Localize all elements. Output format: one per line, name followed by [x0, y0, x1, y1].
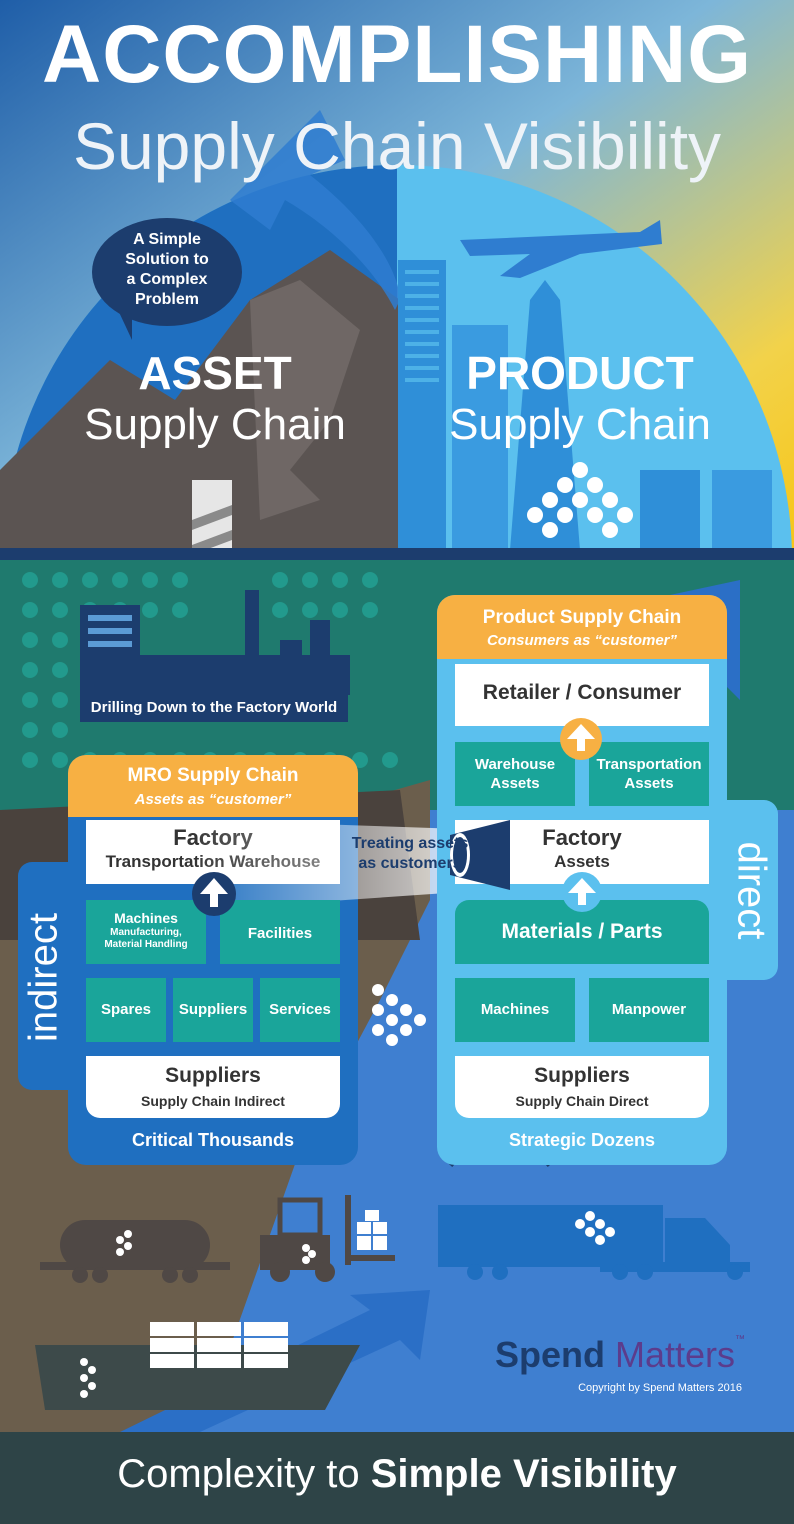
product-subheading: Supply Chain	[449, 400, 711, 449]
brand-name-light: Matters	[615, 1334, 736, 1375]
brand-tm: ™	[735, 1334, 746, 1345]
beam-line-2: as customers	[358, 855, 462, 872]
mro-suppliers: Suppliers	[178, 1001, 248, 1018]
direct-label: direct	[729, 841, 774, 940]
mro-machines-title: Machines	[114, 910, 178, 926]
product-suppliers-sub: Supply Chain Direct	[515, 1093, 649, 1109]
truck-icon	[438, 1205, 663, 1267]
brand-logo: Spend Matters™	[480, 1334, 760, 1376]
mro-services-cell	[260, 978, 340, 1042]
mro-title: MRO Supply Chain	[127, 765, 299, 786]
product-title: Product Supply Chain	[482, 607, 682, 628]
bubble-line-1: A Simple	[133, 231, 201, 248]
mro-suppliers-title: Suppliers	[165, 1064, 261, 1087]
direct-tab	[724, 800, 778, 980]
page-subtitle: Supply Chain Visibility	[72, 109, 722, 183]
up-arrow-head	[200, 878, 228, 894]
product-factory-title: Factory	[542, 825, 622, 850]
projector-icon	[450, 820, 510, 890]
asset-subheading: Supply Chain	[84, 400, 346, 449]
tanker-icon	[60, 1220, 210, 1270]
diamond-dots-icon	[80, 462, 633, 1398]
light-beam	[200, 820, 490, 910]
mro-suppliers-sub: Supply Chain Indirect	[141, 1093, 285, 1109]
tagline-bold: Simple Visibility	[370, 1452, 677, 1496]
product-subtitle: Consumers as “customer”	[486, 632, 678, 649]
forklift-icon	[260, 1235, 330, 1270]
copyright: Copyright by Spend Matters 2016	[578, 1382, 742, 1394]
brand-name-bold: Spend	[494, 1334, 605, 1375]
beam-line-1: Treating assets	[351, 835, 469, 852]
speech-bubble-text: A Simple Solution to a Complex Problem	[92, 230, 242, 310]
building-4	[712, 470, 772, 550]
mro-suppliers-cell	[173, 978, 253, 1042]
retailer-box	[455, 664, 709, 726]
transport-cell	[589, 742, 709, 806]
mro-subtitle: Assets as “customer”	[134, 791, 292, 808]
transport-line1: Transportation	[596, 756, 702, 773]
warehouse-line2: Assets	[490, 775, 540, 792]
asset-heading: ASSET	[138, 347, 292, 399]
mro-facilities-cell	[220, 900, 340, 964]
mro-facilities: Facilities	[247, 925, 313, 942]
up-arrow-head	[567, 724, 595, 739]
up-arrow-stem	[210, 893, 218, 907]
manpower-cell	[589, 978, 709, 1042]
bubble-line-2: Solution to	[125, 251, 209, 268]
mro-machines-sub1: Manufacturing,	[110, 927, 182, 938]
page-title: ACCOMPLISHING	[42, 9, 752, 100]
mro-machines-sub2: Material Handling	[104, 939, 188, 950]
mro-spares-cell	[86, 978, 166, 1042]
bottom-tagline: Complexity to Simple Visibility	[0, 1452, 794, 1497]
retailer-label: Retailer / Consumer	[482, 681, 682, 704]
materials-label: Materials / Parts	[501, 920, 663, 943]
product-factory-sub: Assets	[554, 852, 610, 871]
indirect-label: indirect	[21, 913, 66, 1042]
product-machines: Machines	[480, 1001, 550, 1018]
drilling-caption-bg	[80, 694, 348, 722]
up-arrow-stem	[578, 892, 586, 905]
warehouse-line1: Warehouse	[474, 756, 556, 773]
mountain-ridge	[250, 280, 360, 520]
product-header	[437, 595, 727, 659]
mro-suppliers-box	[86, 1056, 340, 1118]
bubble-line-4: Problem	[134, 291, 199, 308]
transport-line2: Assets	[624, 775, 674, 792]
building-2	[452, 325, 508, 550]
mro-spares: Spares	[100, 1001, 152, 1018]
tagline-normal: Complexity to	[117, 1452, 371, 1496]
mro-header	[68, 755, 358, 817]
airplane-icon	[460, 220, 662, 278]
product-heading: PRODUCT	[466, 347, 694, 399]
mro-services: Services	[269, 1001, 331, 1018]
product-suppliers-title: Suppliers	[534, 1064, 630, 1087]
arrow-shape	[230, 110, 400, 310]
warehouse-cell	[455, 742, 575, 806]
product-machines-cell	[455, 978, 575, 1042]
containers	[150, 1322, 288, 1368]
manpower-label: Manpower	[611, 1001, 687, 1018]
speech-bubble	[92, 218, 242, 326]
drilling-caption: Drilling Down to the Factory World	[90, 699, 338, 716]
product-suppliers-box	[455, 1056, 709, 1118]
bubble-line-3: a Complex	[126, 271, 208, 288]
mro-footer: Critical Thousands	[131, 1130, 295, 1150]
speech-bubble-tail	[118, 310, 132, 340]
product-footer: Strategic Dozens	[508, 1130, 656, 1150]
bottom-bar	[0, 1432, 794, 1524]
beam-text: Treating assets as customers	[340, 834, 480, 874]
up-arrow-head	[568, 878, 596, 893]
indirect-tab	[18, 862, 70, 1090]
building-3	[640, 470, 700, 550]
mro-machines-cell	[86, 900, 206, 964]
up-arrow-stem	[577, 738, 585, 751]
